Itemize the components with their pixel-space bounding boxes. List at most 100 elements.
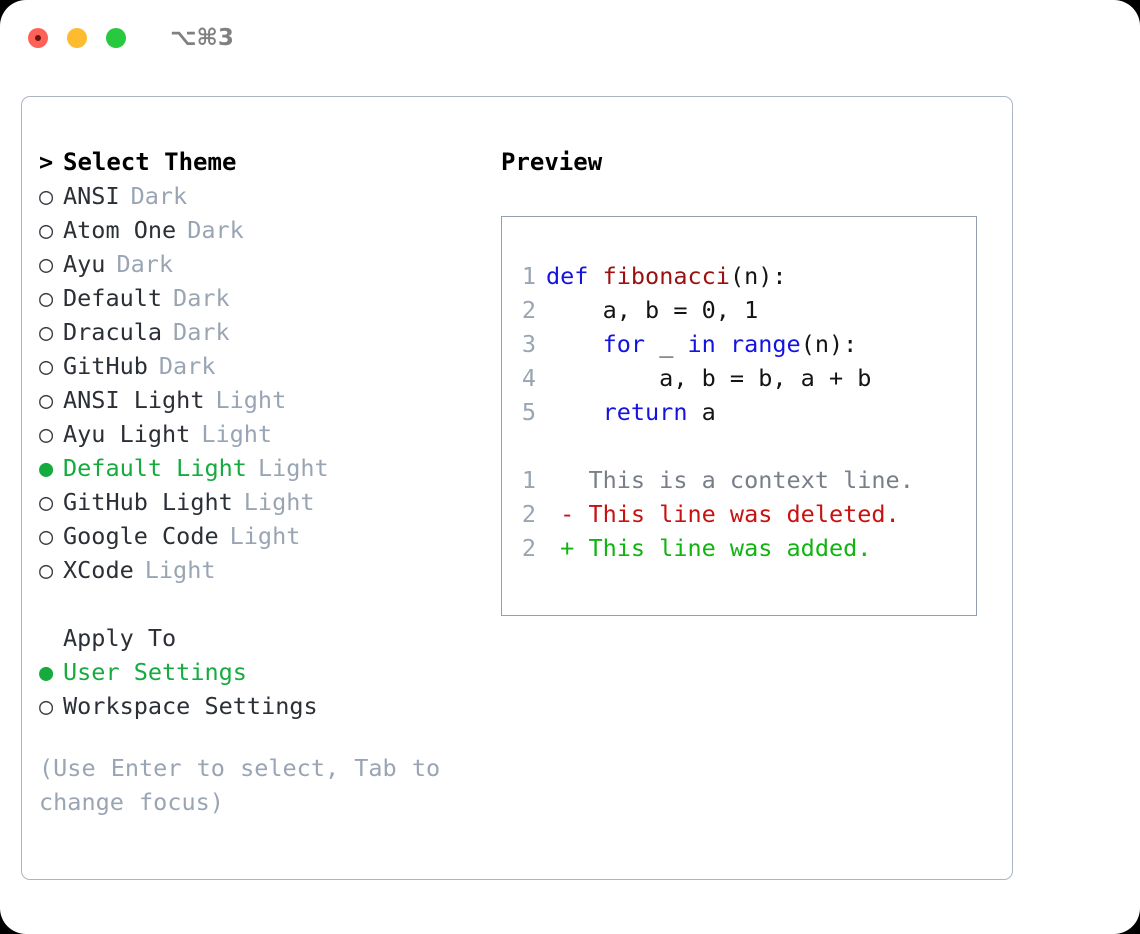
close-window-icon[interactable] — [28, 28, 48, 48]
theme-variant-tag: Dark — [116, 250, 174, 278]
theme-name: Dracula — [63, 318, 163, 346]
theme-list-item[interactable]: ○ ANSI Light Light — [39, 383, 494, 417]
apply-to-item[interactable]: ● User Settings — [39, 655, 494, 689]
code-token: a, b = b, a + b — [546, 364, 872, 392]
radio-unselected-icon[interactable]: ○ — [39, 318, 54, 346]
code-line: 4 a, b = b, a + b — [502, 361, 976, 395]
apply-to-header: ○Apply To — [39, 621, 494, 655]
code-token: a — [687, 398, 716, 426]
code-token: (n): — [729, 262, 787, 290]
code-token — [546, 330, 603, 358]
theme-name: ANSI — [63, 182, 120, 210]
theme-variant-tag: Light — [257, 454, 329, 482]
theme-list-item[interactable]: ○ Ayu Dark — [39, 247, 494, 281]
radio-unselected-icon[interactable]: ○ — [39, 352, 54, 380]
theme-name: Default Light — [63, 454, 247, 482]
preview-title: Preview — [501, 148, 603, 176]
radio-selected-icon[interactable]: ● — [39, 658, 54, 686]
theme-list-item[interactable]: ● Default Light Light — [39, 451, 494, 485]
select-theme-label: Select Theme — [63, 148, 237, 176]
code-token — [588, 262, 602, 290]
theme-name: Atom One — [63, 216, 177, 244]
theme-variant-tag: Dark — [173, 318, 230, 346]
theme-variant-tag: Light — [243, 488, 315, 516]
code-token: in — [687, 330, 716, 358]
theme-list-item[interactable]: ○ Ayu Light Light — [39, 417, 494, 451]
line-number: 2 — [521, 534, 536, 562]
keyboard-hint: (Use Enter to select, Tab to change focu… — [39, 754, 441, 816]
theme-list-item[interactable]: ○ Atom One Dark — [39, 213, 494, 247]
maximize-window-icon[interactable] — [106, 28, 126, 48]
diff-text: - This line was deleted. — [546, 500, 900, 528]
radio-unselected-icon[interactable]: ○ — [39, 522, 54, 550]
theme-name: ANSI Light — [63, 386, 205, 414]
theme-name: Default — [63, 284, 163, 312]
line-number: 3 — [521, 330, 536, 358]
code-token: (n): — [800, 330, 858, 358]
apply-to-label: Apply To — [63, 624, 177, 652]
code-token: return — [602, 398, 688, 426]
apply-to-name: Workspace Settings — [63, 692, 318, 720]
theme-list-item[interactable]: ○ GitHub Dark — [39, 349, 494, 383]
theme-list-item[interactable]: ○ ANSI Dark — [39, 179, 494, 213]
radio-unselected-icon[interactable]: ○ — [39, 216, 54, 244]
theme-variant-tag: Dark — [187, 216, 244, 244]
theme-variant-tag: Light — [229, 522, 301, 550]
code-diff-spacer — [502, 429, 976, 463]
code-token: def — [546, 262, 589, 290]
code-token: fibonacci — [602, 262, 730, 290]
minimize-window-icon[interactable] — [67, 28, 87, 48]
diff-line: 2 - This line was deleted. — [502, 497, 976, 531]
theme-variant-tag: Light — [144, 556, 216, 584]
spacer-icon: ○ — [39, 621, 63, 655]
theme-variant-tag: Dark — [158, 352, 216, 380]
theme-list-item[interactable]: ○ XCode Light — [39, 553, 494, 587]
radio-unselected-icon[interactable]: ○ — [39, 250, 54, 278]
radio-unselected-icon[interactable]: ○ — [39, 556, 54, 584]
theme-list-item[interactable]: ○ Dracula Dark — [39, 315, 494, 349]
diff-sample: 1 This is a context line. 2 - This line w… — [502, 463, 976, 565]
radio-selected-icon[interactable]: ● — [39, 454, 54, 482]
theme-list-item[interactable]: ○ GitHub Light Light — [39, 485, 494, 519]
code-text: a, b = 0, 1 — [546, 293, 759, 327]
code-token: for — [602, 330, 646, 358]
radio-unselected-icon[interactable]: ○ — [39, 692, 54, 720]
code-token — [546, 398, 603, 426]
theme-name: Ayu — [63, 250, 106, 278]
theme-name: GitHub Light — [63, 488, 233, 516]
select-theme-header: >Select Theme — [39, 145, 494, 179]
theme-list-item[interactable]: ○ Google Code Light — [39, 519, 494, 553]
theme-name: XCode — [63, 556, 134, 584]
apply-to-item[interactable]: ○ Workspace Settings — [39, 689, 494, 723]
keyboard-shortcut-label: ⌥⌘3 — [170, 25, 234, 51]
code-text: def fibonacci(n): — [546, 259, 787, 293]
radio-unselected-icon[interactable]: ○ — [39, 182, 54, 210]
theme-name: Google Code — [63, 522, 219, 550]
theme-name: Ayu Light — [63, 420, 191, 448]
apply-to-name: User Settings — [63, 658, 247, 686]
line-number: 5 — [521, 398, 536, 426]
line-number: 1 — [521, 466, 536, 494]
theme-name: GitHub — [63, 352, 148, 380]
radio-unselected-icon[interactable]: ○ — [39, 488, 54, 516]
title-bar: ⌥⌘3 — [0, 0, 1140, 76]
section-spacer — [39, 587, 494, 621]
radio-unselected-icon[interactable]: ○ — [39, 386, 54, 414]
theme-variant-tag: Dark — [130, 182, 188, 210]
line-number: 1 — [521, 262, 536, 290]
code-text: return a — [546, 395, 716, 429]
code-text: a, b = b, a + b — [546, 361, 871, 395]
code-token: range — [729, 330, 801, 358]
theme-variant-tag: Light — [201, 420, 273, 448]
diff-text: This is a context line. — [546, 466, 914, 494]
theme-variant-tag: Light — [215, 386, 287, 414]
radio-unselected-icon[interactable]: ○ — [39, 420, 54, 448]
radio-unselected-icon[interactable]: ○ — [39, 284, 54, 312]
